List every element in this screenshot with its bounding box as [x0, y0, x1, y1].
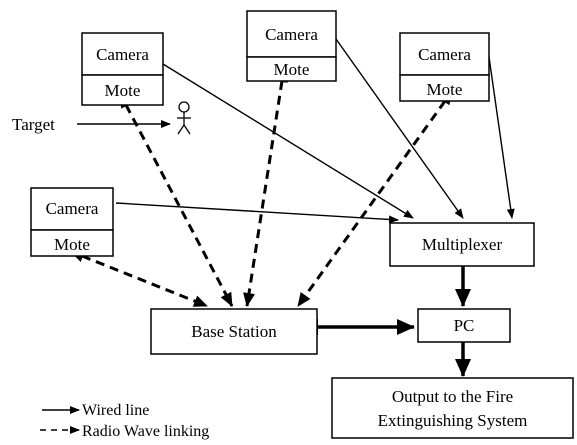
camera-box	[399, 32, 490, 76]
base-station-label: Base Station	[191, 322, 277, 341]
base-station-box	[150, 308, 318, 355]
mote-box	[81, 74, 164, 106]
output-box	[331, 377, 574, 439]
legend-wired-label: Wired line	[82, 402, 149, 419]
camera-box	[246, 10, 337, 58]
camera-unit-4: Camera Mote	[30, 187, 114, 257]
mote-label: Mote	[274, 60, 310, 79]
radio-mote3-base	[296, 90, 453, 307]
output-label-line2: Extinguishing System	[378, 411, 528, 430]
radio-mote1-base	[119, 93, 234, 307]
camera-label: Camera	[265, 25, 318, 44]
multiplexer-label: Multiplexer	[422, 235, 503, 254]
mote-label: Mote	[54, 235, 90, 254]
wire-camera4-multiplexer	[115, 202, 399, 224]
target-label: Target	[12, 115, 55, 134]
mote-label: Mote	[427, 80, 463, 99]
camera-box	[81, 32, 164, 76]
mote-box	[30, 229, 114, 257]
camera-label: Camera	[96, 45, 149, 64]
mote-box	[399, 74, 490, 102]
legend-radio-label: Radio Wave linking	[82, 423, 209, 440]
wire-camera3-multiplexer	[488, 56, 515, 219]
legend: Wired line Radio Wave linking	[40, 402, 209, 440]
camera-label: Camera	[46, 199, 99, 218]
camera-box	[30, 187, 114, 231]
camera-unit-1: Camera Mote	[81, 32, 164, 106]
camera-label: Camera	[418, 45, 471, 64]
wire-camera1-multiplexer	[162, 63, 414, 219]
pc-label: PC	[454, 316, 475, 335]
camera-unit-2: Camera Mote	[246, 10, 337, 82]
camera-unit-3: Camera Mote	[399, 32, 490, 102]
mote-label: Mote	[105, 81, 141, 100]
radio-mote4-base	[69, 250, 208, 308]
radio-mote2-base	[243, 68, 288, 307]
multiplexer-box	[389, 222, 535, 267]
output-label-line1: Output to the Fire	[392, 387, 513, 406]
pc-box	[417, 308, 511, 343]
person-icon	[177, 101, 191, 135]
mote-box	[246, 56, 337, 82]
